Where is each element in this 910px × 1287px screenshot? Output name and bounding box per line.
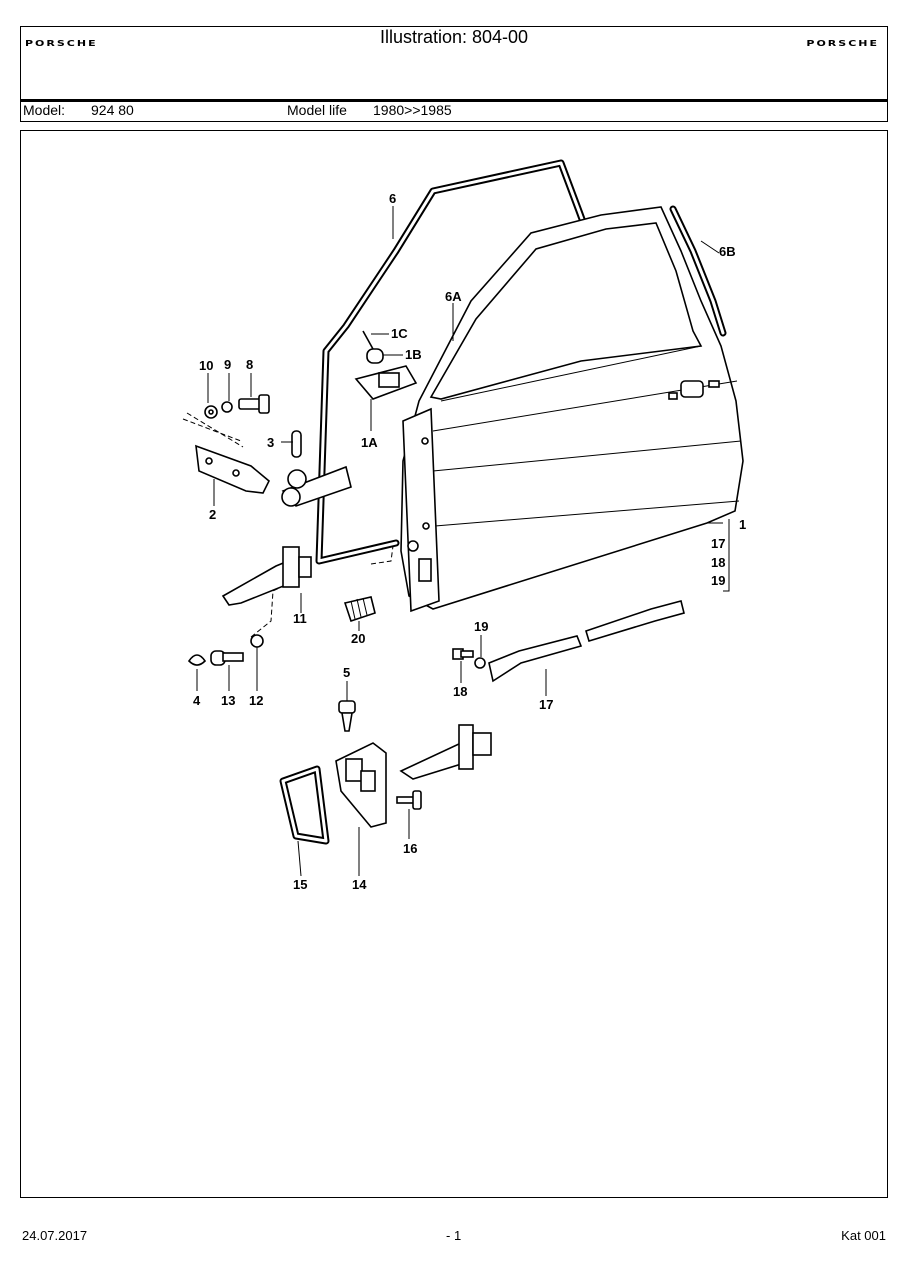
footer-catalog: Kat 001	[841, 1228, 886, 1243]
bolt-18	[452, 648, 474, 660]
callout-13: 13	[221, 693, 235, 708]
callout-11: 11	[293, 611, 307, 626]
hinge-leaf	[281, 465, 352, 507]
callout-17: 17	[539, 697, 553, 712]
gasket-15	[279, 765, 330, 845]
bolt-8	[238, 394, 270, 414]
footer-date: 24.07.2017	[22, 1228, 88, 1243]
washer-12	[250, 634, 264, 648]
hinge-pin-3	[291, 430, 302, 458]
callout-14: 14	[352, 877, 367, 892]
callout-20: 20	[351, 631, 365, 646]
callout-5: 5	[343, 665, 350, 680]
leader-lines	[196, 206, 730, 877]
bar-17	[488, 600, 685, 683]
callout-2: 2	[209, 507, 216, 522]
bolt-16	[396, 790, 422, 810]
callout-6b: 6B	[719, 244, 736, 259]
illustration-title: Illustration: 804-00	[379, 27, 529, 47]
cap-4	[187, 654, 207, 666]
hinge-2	[182, 412, 270, 494]
washer-9	[221, 401, 233, 413]
model-label: Model:	[23, 102, 66, 118]
callout-6a: 6A	[445, 289, 462, 304]
screw-5	[338, 700, 356, 732]
callout-18: 18	[453, 684, 467, 699]
callout-18-group: 18	[711, 555, 725, 570]
callout-1a: 1A	[361, 435, 378, 450]
model-row: Model: 924 80 Model life 1980>>1985	[21, 101, 887, 121]
header-box: PORSCHE Illustration: 804-00 PORSCHE Mod…	[20, 26, 888, 122]
callout-17-group: 17	[711, 536, 725, 551]
callout-1c: 1C	[391, 326, 408, 341]
striker-14	[335, 742, 387, 828]
footer-page: - 1	[446, 1228, 462, 1243]
callout-19: 19	[474, 619, 488, 634]
diagram-area: 6 6B 6A 1C 1B 1A 10 9 8 3 2 1 17 18 19 1…	[20, 130, 888, 1198]
header-divider	[21, 99, 887, 102]
bushing-1b	[366, 348, 384, 364]
porsche-logo-left: PORSCHE	[25, 38, 98, 49]
door-shell	[400, 206, 744, 613]
check-strap-11	[221, 546, 312, 606]
nut-19	[474, 657, 486, 669]
pin-1c	[362, 330, 374, 350]
model-life-value: 1980>>1985	[373, 102, 452, 118]
callout-4: 4	[193, 693, 201, 708]
check-strap-lower	[399, 724, 492, 780]
window-trim-6b	[669, 205, 727, 337]
callout-12: 12	[249, 693, 263, 708]
bracket-1a	[354, 365, 418, 400]
callout-9: 9	[224, 357, 231, 372]
callout-3: 3	[267, 435, 274, 450]
model-life-label: Model life	[287, 102, 347, 118]
washer-10	[204, 405, 218, 419]
callout-16: 16	[403, 841, 417, 856]
callout-6: 6	[389, 191, 396, 206]
callout-8: 8	[246, 357, 253, 372]
model-value: 924 80	[91, 102, 134, 118]
callout-1b: 1B	[405, 347, 422, 362]
callout-15: 15	[293, 877, 307, 892]
door-exploded-diagram: 6 6B 6A 1C 1B 1A 10 9 8 3 2 1 17 18 19 1…	[182, 159, 746, 892]
porsche-logo-right: PORSCHE	[806, 38, 879, 49]
callout-10: 10	[199, 358, 213, 373]
callout-1: 1	[739, 517, 746, 532]
spring-20	[343, 596, 376, 623]
callout-19-group: 19	[711, 573, 725, 588]
bolt-13	[210, 650, 244, 666]
